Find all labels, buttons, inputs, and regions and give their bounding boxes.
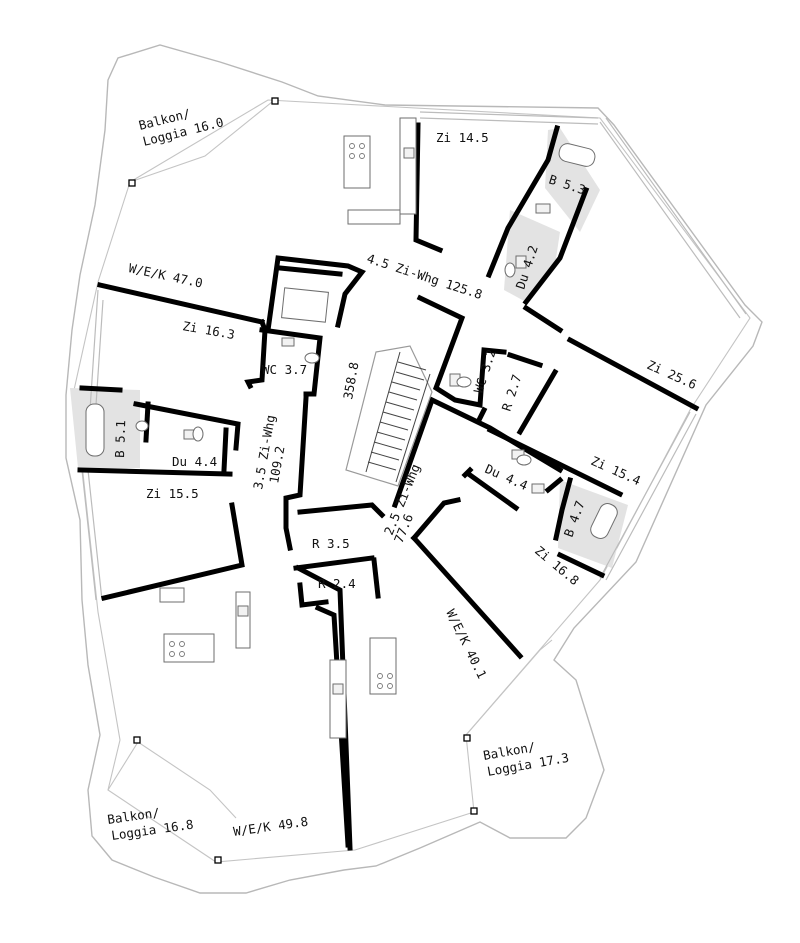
label-wek-49-8: W/E/K 49.8: [232, 814, 309, 839]
label-zi-14-5: Zi 14.5: [436, 130, 489, 145]
pillars: [128, 97, 478, 864]
label-core-area: 358.8: [340, 361, 361, 401]
label-r-2-7: R 2.7: [499, 372, 525, 412]
wet-areas: [70, 128, 628, 568]
label-r-2-4: R 2.4: [318, 576, 356, 591]
label-du-4-4-west: Du 4.4: [172, 454, 217, 469]
label-whg-3-5-line2: 109.2: [266, 445, 287, 485]
label-zi-15-5: Zi 15.5: [146, 486, 199, 501]
label-wc-3-2: WC 3.2: [471, 347, 499, 395]
sanitary-fixtures: [85, 143, 618, 539]
staircase: [345, 345, 433, 487]
walls: [77, 122, 700, 851]
label-r-3-5: R 3.5: [312, 536, 350, 551]
label-wc-3-7: WC 3.7: [262, 362, 307, 377]
kitchen-fixtures: [159, 117, 417, 739]
windows: [81, 111, 747, 601]
label-whg-4-5: 4.5 Zi-Whg 125.8: [365, 251, 484, 302]
label-zi-16-3: Zi 16.3: [181, 318, 235, 342]
label-wek-47: W/E/K 47.0: [127, 260, 204, 290]
label-balkon-sw-line1: Balkon/: [106, 805, 160, 827]
label-b-5-1: B 5.1: [112, 420, 128, 458]
